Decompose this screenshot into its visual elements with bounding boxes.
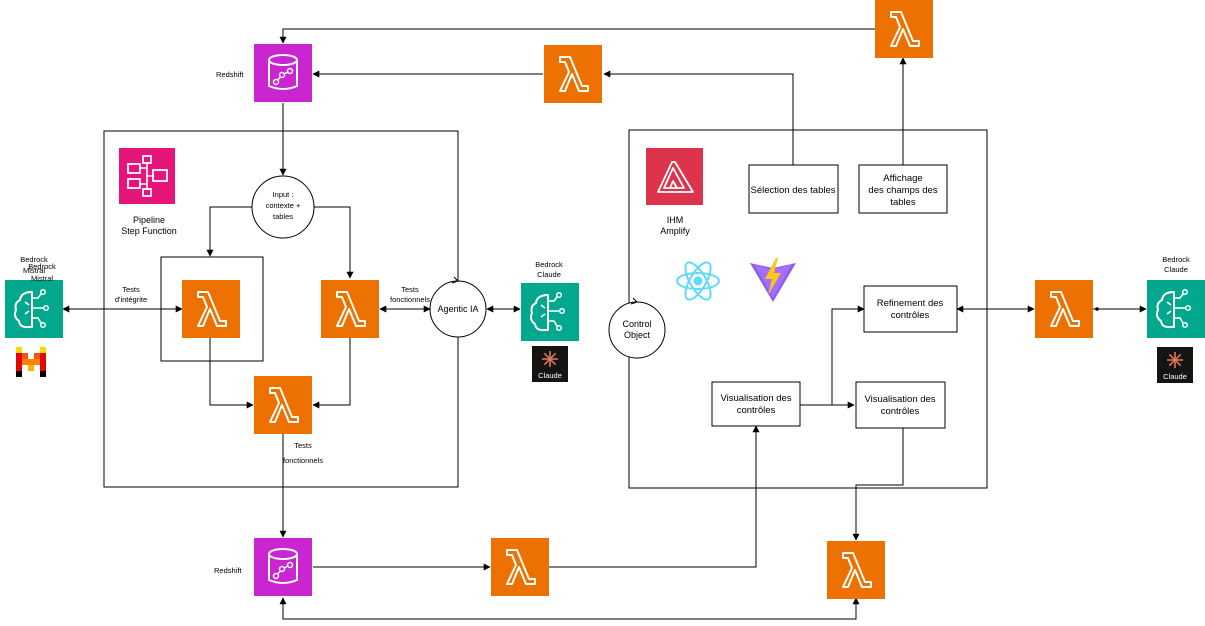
input-line3: tables	[273, 212, 293, 221]
lambda-icon	[490, 537, 550, 597]
input-node	[251, 175, 315, 239]
bedrock-mid-line2: Claude	[537, 270, 561, 279]
step-functions-icon	[119, 148, 175, 204]
ihm-line2: Amplify	[660, 226, 690, 236]
integrity-group-box	[160, 256, 264, 362]
lambda-icon	[543, 44, 603, 104]
tests-fonc-bottom-line1: Tests	[294, 441, 312, 450]
bedrock-right-line1: Bedrock	[1162, 255, 1190, 264]
affichage-line3: tables	[890, 197, 916, 208]
input-line1: Input :	[273, 190, 294, 199]
visu2-line2: contrôles	[881, 406, 920, 417]
tests-fonc-line1: Tests	[401, 285, 419, 294]
react-icon	[676, 261, 720, 301]
tests-fonc-line2: fonctionnels	[390, 295, 430, 304]
redshift-icon	[253, 537, 313, 597]
redshift-top-label: Redshift	[216, 70, 244, 79]
tests-integrite-line1: Tests	[122, 285, 140, 294]
bedrock-left-label-b: Bedrock	[28, 262, 56, 271]
ihm-line1: IHM	[667, 215, 684, 225]
affichage-line2: des champs des	[868, 185, 937, 196]
lambda-icon	[253, 375, 313, 435]
visu1-line2: contrôles	[737, 405, 776, 416]
mistral-logo	[16, 347, 46, 377]
bedrock-icon	[4, 279, 64, 339]
agentic-loop-icon	[451, 276, 459, 284]
amplify-icon	[646, 148, 703, 205]
tests-fonc-bottom-line2: fonctionnels	[283, 456, 323, 465]
selection-tables-box	[748, 164, 839, 214]
bedrock-left-label-c: Mistral	[23, 266, 45, 275]
affichage-line1: Affichage	[883, 173, 922, 184]
claude-logo: Claude	[531, 345, 569, 383]
pipeline-label-line1: Pipeline	[133, 215, 165, 225]
lambda-icon	[320, 279, 380, 339]
redshift-icon	[253, 43, 313, 103]
pipeline-label-line2: Step Function	[121, 226, 177, 236]
bedrock-left-label-d: Mistral	[31, 274, 53, 283]
bedrock-right-line2: Claude	[1164, 265, 1188, 274]
lambda-icon	[181, 279, 241, 339]
lambda-icon	[874, 0, 934, 59]
vite-icon	[750, 258, 796, 302]
lambda-icon	[826, 540, 886, 600]
control-line1: Control	[622, 319, 651, 329]
bedrock-icon	[520, 282, 580, 342]
connectors	[62, 28, 1147, 620]
bedrock-mid-line1: Bedrock	[535, 260, 563, 269]
tests-integrite-line2: d'intégrite	[115, 295, 147, 304]
claude-logo-text: Claude	[538, 371, 562, 380]
control-line2: Object	[624, 330, 651, 340]
redshift-bottom-label: Redshift	[214, 566, 242, 575]
refinement-box	[863, 285, 958, 333]
claude-logo: Claude	[1156, 346, 1194, 384]
refinement-line2: contrôles	[891, 310, 930, 321]
bedrock-icon	[1146, 279, 1205, 339]
visu2-line1: Visualisation des	[864, 394, 935, 405]
visualisation-box-1	[711, 381, 801, 427]
agentic-ia-label: Agentic IA	[437, 304, 478, 314]
refinement-line1: Refinement des	[877, 298, 944, 309]
input-line2: contexte +	[266, 201, 301, 210]
claude-logo-text: Claude	[1163, 372, 1187, 381]
control-loop-icon	[630, 297, 638, 305]
affichage-box	[858, 164, 948, 214]
lambda-icon	[1034, 279, 1094, 339]
selection-tables-label: Sélection des tables	[750, 185, 835, 196]
visu1-line1: Visualisation des	[720, 393, 791, 404]
bedrock-left-label-a: Bedrock	[20, 255, 48, 264]
visualisation-box-2	[855, 381, 946, 429]
